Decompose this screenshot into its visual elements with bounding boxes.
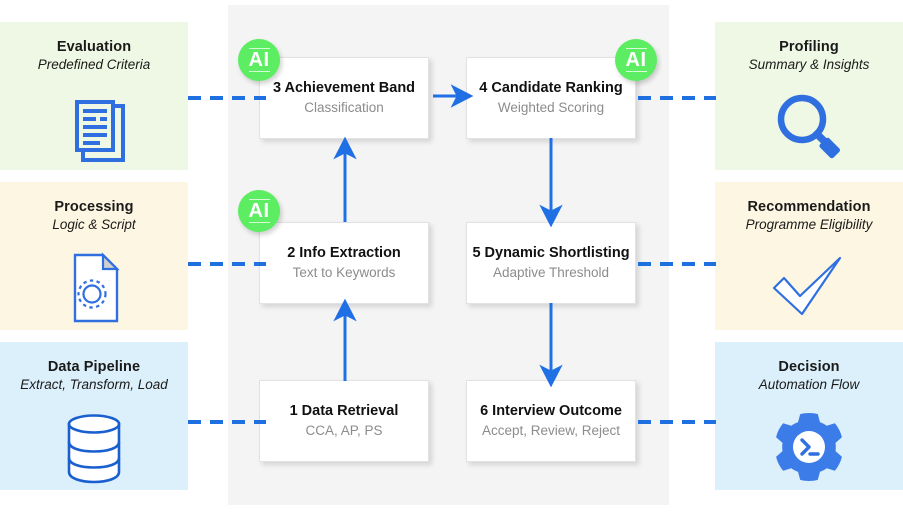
flow-node-6-interview-outcome[interactable]: 6 Interview Outcome Accept, Review, Reje… [466,380,636,462]
database-icon [0,404,188,492]
dashed-link-pipeline-to-node1 [188,420,266,424]
panel-recommendation[interactable]: Recommendation Programme Eligibility [715,182,903,330]
panel-title: Profiling [779,39,839,55]
dashed-link-node6-to-decision [638,420,716,424]
panel-decision[interactable]: Decision Automation Flow [715,342,903,490]
panel-subtitle: Summary & Insights [748,57,870,73]
panel-title: Recommendation [747,199,871,215]
ai-badge-node4[interactable]: AI [615,39,657,81]
panel-title: Data Pipeline [47,359,141,375]
panel-subtitle: Extract, Transform, Load [20,377,168,393]
panel-subtitle: Logic & Script [52,217,136,233]
panel-subtitle: Programme Eligibility [745,217,873,233]
dashed-link-evaluation-to-node3 [188,96,266,100]
panel-title: Processing [54,199,134,215]
panel-subtitle: Automation Flow [758,377,860,393]
node-title: 1 Data Retrieval [289,402,399,419]
node-title: 4 Candidate Ranking [479,79,623,96]
flow-node-5-dynamic-shortlisting[interactable]: 5 Dynamic Shortlisting Adaptive Threshol… [466,222,636,304]
node-subtitle: Classification [304,100,384,116]
ai-badge-node2[interactable]: AI [238,190,280,232]
ai-badge-node3[interactable]: AI [238,39,280,81]
node-subtitle: Weighted Scoring [497,100,605,116]
node-title: 5 Dynamic Shortlisting [472,244,630,261]
script-gear-icon [0,244,188,332]
flow-node-1-data-retrieval[interactable]: 1 Data Retrieval CCA, AP, PS [259,380,429,462]
flow-node-4-candidate-ranking[interactable]: 4 Candidate Ranking Weighted Scoring [466,57,636,139]
node-subtitle: Adaptive Threshold [492,265,610,281]
panel-title: Decision [778,359,840,375]
panel-profiling[interactable]: Profiling Summary & Insights [715,22,903,170]
ai-badge-label: AI [248,48,270,72]
panel-processing[interactable]: Processing Logic & Script [0,182,188,330]
documents-icon [0,84,188,172]
dashed-link-node4-to-profiling [638,96,716,100]
node-title: 2 Info Extraction [287,244,401,261]
ai-badge-label: AI [625,48,647,72]
node-subtitle: Accept, Review, Reject [481,423,621,439]
flow-node-2-info-extraction[interactable]: 2 Info Extraction Text to Keywords [259,222,429,304]
panel-title: Evaluation [56,39,132,55]
node-subtitle: Text to Keywords [292,265,396,281]
panel-evaluation[interactable]: Evaluation Predefined Criteria [0,22,188,170]
panel-subtitle: Predefined Criteria [37,57,151,73]
ai-badge-label: AI [248,199,270,223]
dashed-link-node5-to-recommendation [638,262,716,266]
flow-node-3-achievement-band[interactable]: 3 Achievement Band Classification [259,57,429,139]
node-title: 6 Interview Outcome [480,402,622,419]
checkmark-icon [715,244,903,332]
gear-terminal-icon [715,404,903,492]
dashed-link-processing-to-node2 [188,262,266,266]
magnifier-icon [715,84,903,172]
panel-data-pipeline[interactable]: Data Pipeline Extract, Transform, Load [0,342,188,490]
node-subtitle: CCA, AP, PS [305,423,383,439]
node-title: 3 Achievement Band [272,79,416,96]
